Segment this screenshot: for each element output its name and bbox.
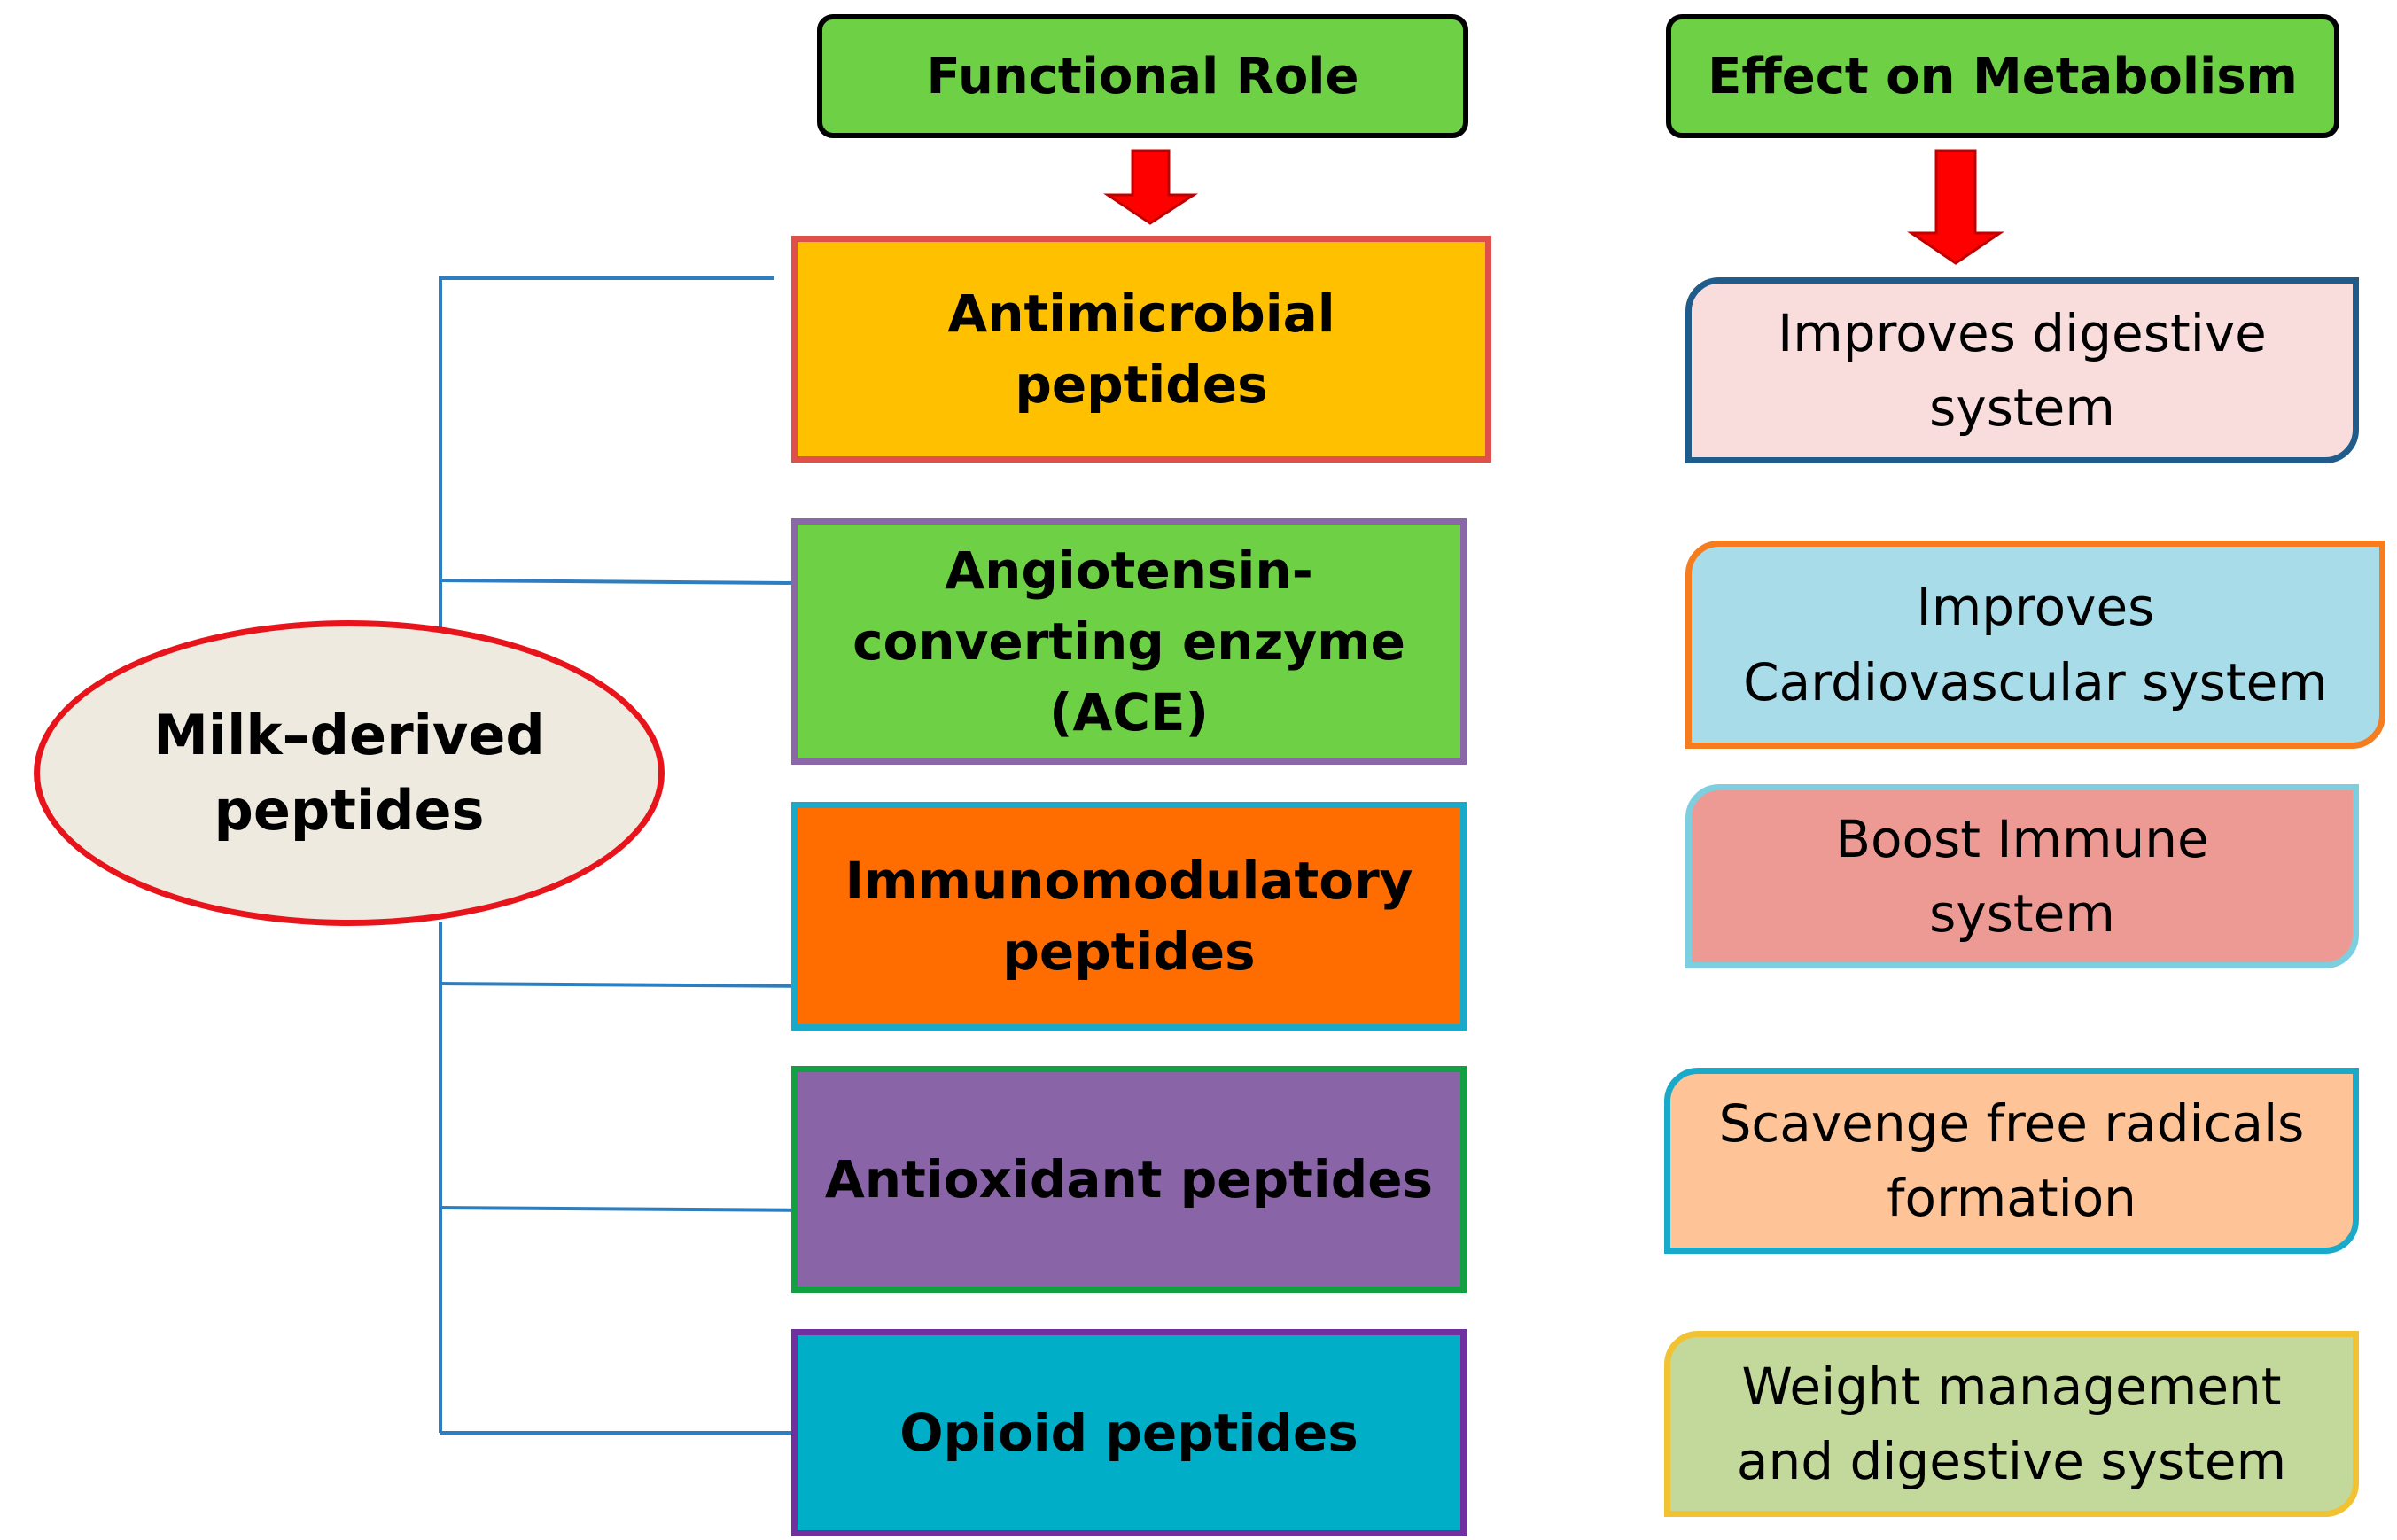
effect-box-digestive: Improves digestive system bbox=[1685, 277, 2359, 463]
branch-antioxidant bbox=[440, 1206, 816, 1212]
effect-box-free-radicals: Scavenge free radicals formation bbox=[1664, 1068, 2359, 1254]
role-box-antioxidant: Antioxidant peptides bbox=[791, 1066, 1467, 1293]
header-effect-text: Effect on Metabolism bbox=[1708, 47, 2298, 105]
role-box-ace: Angiotensin-converting enzyme (ACE) bbox=[791, 518, 1467, 765]
branch-immunomodulatory bbox=[440, 982, 816, 988]
effect-label: Boost Immune system bbox=[1835, 808, 2209, 944]
header-functional-role-text: Functional Role bbox=[926, 47, 1359, 105]
effect-label: Weight management and digestive system bbox=[1736, 1356, 2287, 1491]
down-arrow-role bbox=[1103, 149, 1199, 225]
down-arrow-effect bbox=[1907, 149, 2004, 265]
role-label: Antioxidant peptides bbox=[824, 1148, 1434, 1209]
role-box-opioid: Opioid peptides bbox=[791, 1329, 1467, 1536]
effect-box-weight: Weight management and digestive system bbox=[1664, 1331, 2359, 1517]
root-ellipse: Milk–derived peptides bbox=[34, 620, 665, 926]
branch-ace bbox=[440, 579, 797, 585]
root-label: Milk–derived peptides bbox=[153, 703, 545, 843]
role-label: Opioid peptides bbox=[899, 1402, 1358, 1463]
effect-label: Improves digestive system bbox=[1778, 302, 2267, 438]
role-box-immunomodulatory: Immunomodulatory peptides bbox=[791, 802, 1467, 1031]
header-effect-on-metabolism: Effect on Metabolism bbox=[1666, 14, 2339, 138]
header-functional-role: Functional Role bbox=[817, 14, 1468, 138]
effect-box-immune: Boost Immune system bbox=[1685, 784, 2359, 968]
effect-label: Scavenge free radicals formation bbox=[1718, 1093, 2305, 1228]
role-label: Antimicrobial peptides bbox=[947, 283, 1335, 415]
effect-box-cardiovascular: Improves Cardiovascular system bbox=[1685, 541, 2385, 749]
role-box-antimicrobial: Antimicrobial peptides bbox=[791, 236, 1491, 463]
effect-label: Improves Cardiovascular system bbox=[1743, 577, 2328, 712]
role-label: Immunomodulatory peptides bbox=[844, 850, 1413, 982]
role-label: Angiotensin-converting enzyme (ACE) bbox=[852, 540, 1405, 743]
